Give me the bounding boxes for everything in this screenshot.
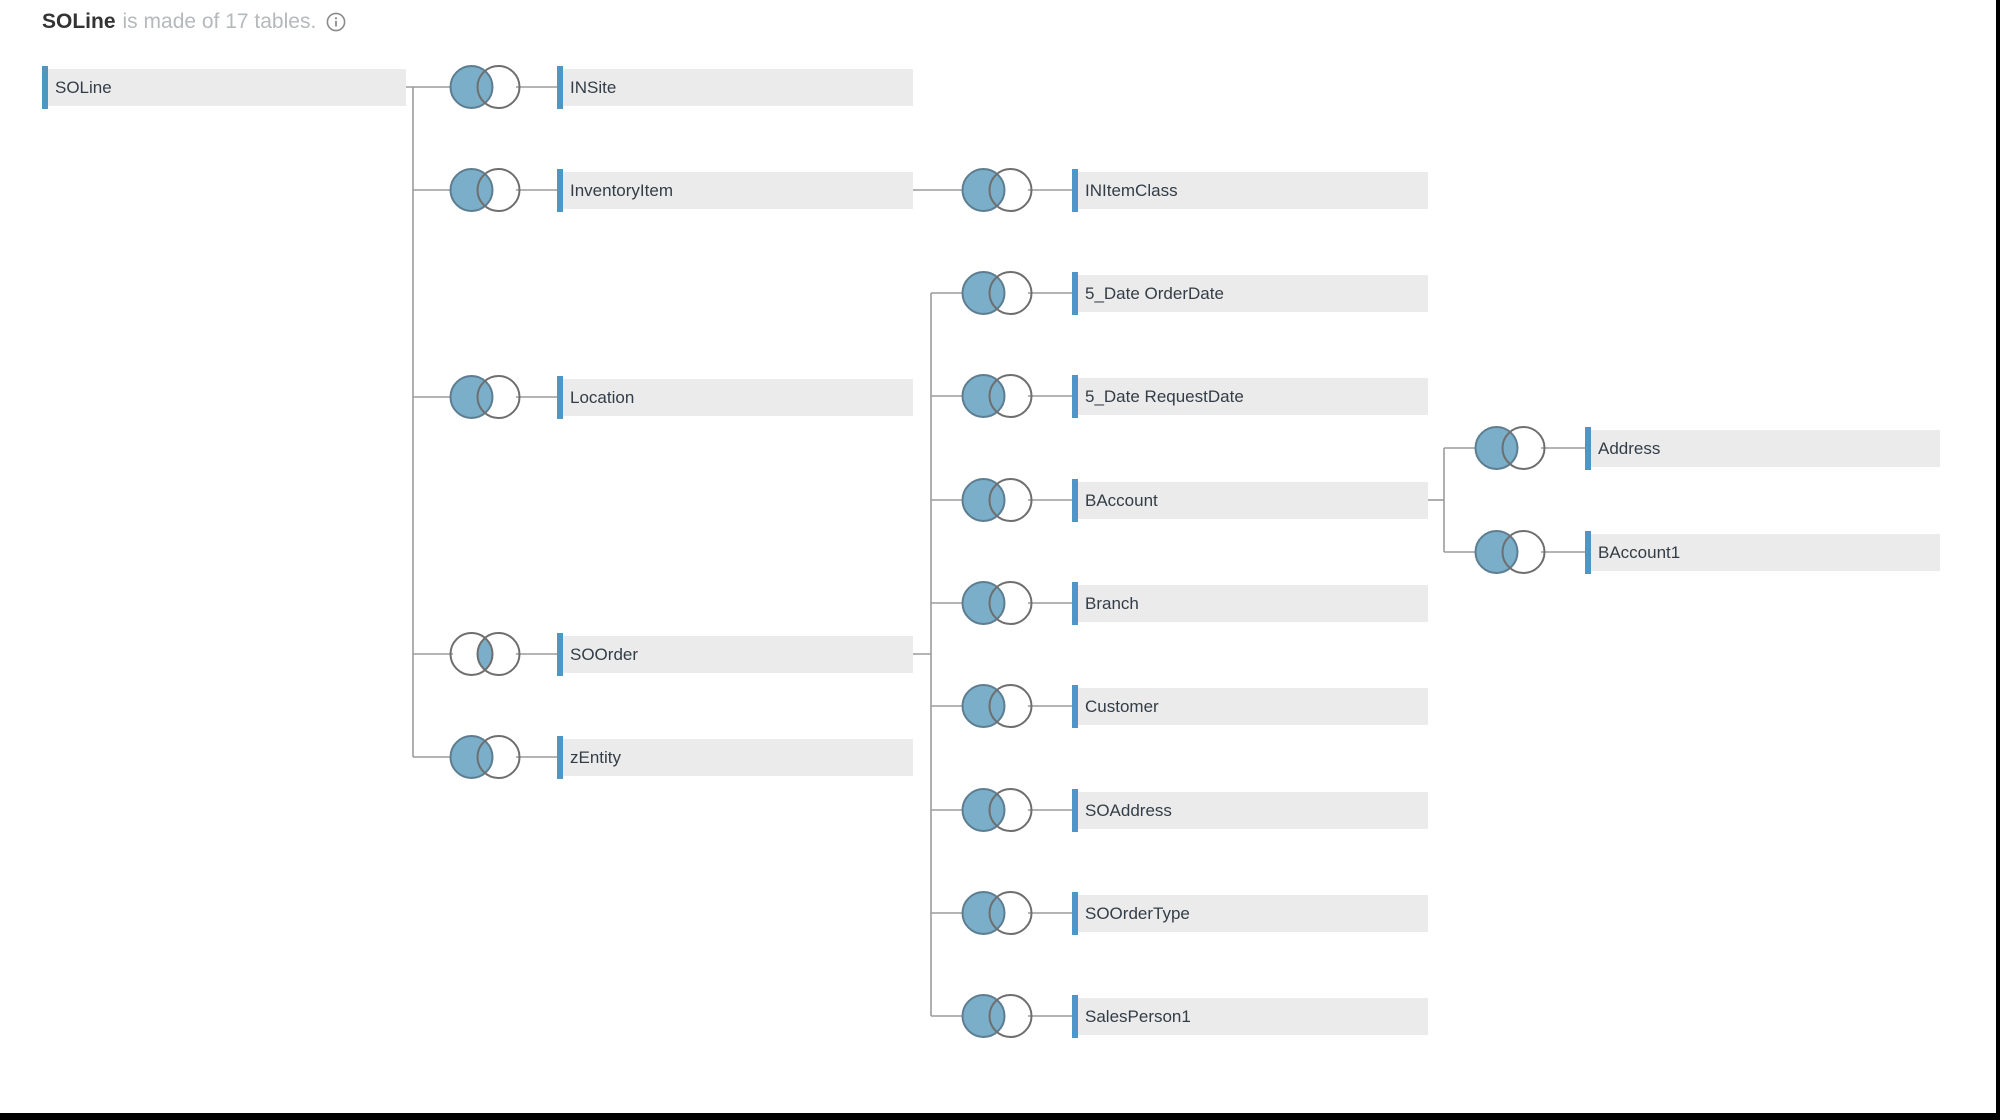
table-label: INItemClass — [1085, 180, 1178, 200]
table-node-initemclass[interactable]: INItemClass — [1072, 169, 1428, 212]
left-join-icon[interactable] — [961, 788, 1033, 832]
table-label: InventoryItem — [570, 180, 673, 200]
table-accent — [1072, 479, 1078, 522]
table-accent — [1072, 685, 1078, 728]
left-join-icon[interactable] — [449, 375, 521, 419]
table-node-soordertype[interactable]: SOOrderType — [1072, 892, 1428, 935]
inner-join-icon[interactable] — [449, 632, 521, 676]
table-label: SOOrder — [570, 644, 639, 664]
table-label: SalesPerson1 — [1085, 1006, 1191, 1026]
table-accent — [1072, 582, 1078, 625]
table-accent — [1585, 427, 1591, 470]
table-accent — [1072, 892, 1078, 935]
table-node-customer[interactable]: Customer — [1072, 685, 1428, 728]
table-node-branch[interactable]: Branch — [1072, 582, 1428, 625]
table-accent — [557, 66, 563, 109]
window-border-right — [1996, 0, 2000, 1120]
table-node-soaddress[interactable]: SOAddress — [1072, 789, 1428, 832]
left-join-icon[interactable] — [1474, 530, 1546, 574]
left-join-icon[interactable] — [961, 478, 1033, 522]
table-accent — [42, 66, 48, 109]
root-table-name: SOLine — [42, 10, 116, 33]
table-label: BAccount1 — [1598, 542, 1681, 562]
table-label: Location — [570, 387, 635, 407]
table-node-insite[interactable]: INSite — [557, 66, 913, 109]
table-label: Address — [1598, 438, 1661, 458]
table-node-inventoryitem[interactable]: InventoryItem — [557, 169, 913, 212]
left-join-icon[interactable] — [449, 735, 521, 779]
left-join-icon[interactable] — [961, 994, 1033, 1038]
table-label: SOOrderType — [1085, 903, 1190, 923]
table-label: SOLine — [55, 77, 112, 97]
table-node-date_requestdate[interactable]: 5_Date RequestDate — [1072, 375, 1428, 418]
table-accent — [557, 169, 563, 212]
table-accent — [1072, 169, 1078, 212]
table-node-location[interactable]: Location — [557, 376, 913, 419]
table-node-address[interactable]: Address — [1585, 427, 1940, 470]
table-accent — [1072, 789, 1078, 832]
table-node-soline[interactable]: SOLine — [42, 66, 406, 109]
table-label: zEntity — [570, 747, 622, 767]
table-accent — [1585, 531, 1591, 574]
left-join-icon[interactable] — [449, 65, 521, 109]
left-join-icon[interactable] — [961, 168, 1033, 212]
table-node-date_orderdate[interactable]: 5_Date OrderDate — [1072, 272, 1428, 315]
title-subtitle: is made of 17 tables. — [122, 10, 317, 33]
table-label: SOAddress — [1085, 800, 1172, 820]
table-node-zentity[interactable]: zEntity — [557, 736, 913, 779]
table-accent — [1072, 272, 1078, 315]
info-icon[interactable] — [325, 11, 347, 33]
table-label: 5_Date RequestDate — [1085, 386, 1244, 406]
window-border-bottom — [0, 1113, 2000, 1120]
table-label: 5_Date OrderDate — [1085, 283, 1224, 303]
table-accent — [557, 736, 563, 779]
table-label: Customer — [1085, 696, 1159, 716]
left-join-icon[interactable] — [961, 581, 1033, 625]
table-accent — [1072, 995, 1078, 1038]
table-accent — [1072, 375, 1078, 418]
table-accent — [557, 633, 563, 676]
left-join-icon[interactable] — [961, 374, 1033, 418]
table-label: Branch — [1085, 593, 1139, 613]
table-accent — [557, 376, 563, 419]
left-join-icon[interactable] — [449, 168, 521, 212]
left-join-icon[interactable] — [1474, 426, 1546, 470]
table-node-salesperson1[interactable]: SalesPerson1 — [1072, 995, 1428, 1038]
table-label: BAccount — [1085, 490, 1158, 510]
left-join-icon[interactable] — [961, 271, 1033, 315]
table-node-baccount[interactable]: BAccount — [1072, 479, 1428, 522]
table-node-baccount1[interactable]: BAccount1 — [1585, 531, 1940, 574]
table-node-soorder[interactable]: SOOrder — [557, 633, 913, 676]
table-label: INSite — [570, 77, 617, 97]
left-join-icon[interactable] — [961, 891, 1033, 935]
page-title: SOLine is made of 17 tables. — [42, 6, 347, 38]
left-join-icon[interactable] — [961, 684, 1033, 728]
